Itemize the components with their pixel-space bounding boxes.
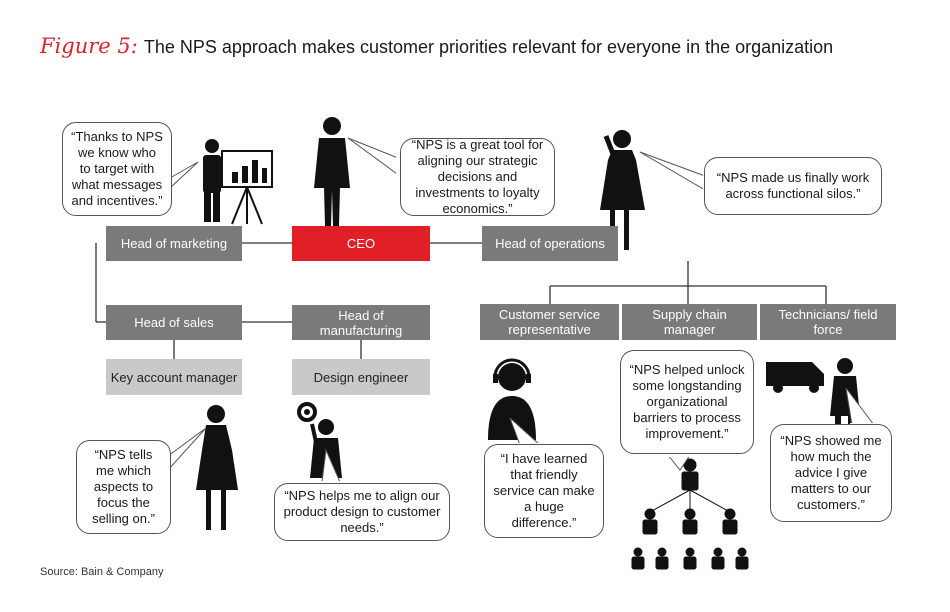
van-icon <box>766 362 824 393</box>
figure-label: Figure 5: <box>40 34 138 58</box>
box-key-account-manager: Key account manager <box>106 359 242 395</box>
source-note: Source: Bain & Company <box>40 566 164 578</box>
box-head-of-manufacturing: Head of manufacturing <box>292 305 430 340</box>
quote-supply-chain: “NPS helped unlock some longstanding org… <box>620 350 754 454</box>
quote-ceo: “NPS is a great tool for aligning our st… <box>400 137 555 216</box>
ceo-man-icon <box>314 117 350 226</box>
figure-title-text: The NPS approach makes customer prioriti… <box>143 37 834 57</box>
businesswoman-icon <box>196 405 238 530</box>
figure-title: Figure 5:The NPS approach makes customer… <box>40 34 833 58</box>
box-head-of-marketing: Head of marketing <box>106 226 242 261</box>
quote-marketing: “Thanks to NPS we know who to target wit… <box>62 122 172 216</box>
headset-agent-icon <box>488 358 536 440</box>
box-head-of-operations: Head of operations <box>482 226 618 261</box>
box-supply-chain: Supply chain manager <box>622 304 757 340</box>
design-engineer-icon <box>297 402 342 478</box>
quote-design-engineer: “NPS helps me to align our product desig… <box>274 483 450 541</box>
quote-technicians: “NPS showed me how much the advice I giv… <box>770 424 892 522</box>
quote-key-account: “NPS tells me which aspects to focus the… <box>76 440 171 534</box>
box-technicians: Technicians/ field force <box>760 304 896 340</box>
org-network-icon <box>631 458 749 570</box>
box-head-of-sales: Head of sales <box>106 305 242 340</box>
quote-operations: “NPS made us finally work across functio… <box>704 157 882 215</box>
presenter-icon <box>203 139 273 225</box>
box-ceo: CEO <box>292 226 430 261</box>
quote-customer-service: “I have learned that friendly service ca… <box>484 444 604 538</box>
box-design-engineer: Design engineer <box>292 359 430 395</box>
box-customer-service: Customer service representative <box>480 304 619 340</box>
